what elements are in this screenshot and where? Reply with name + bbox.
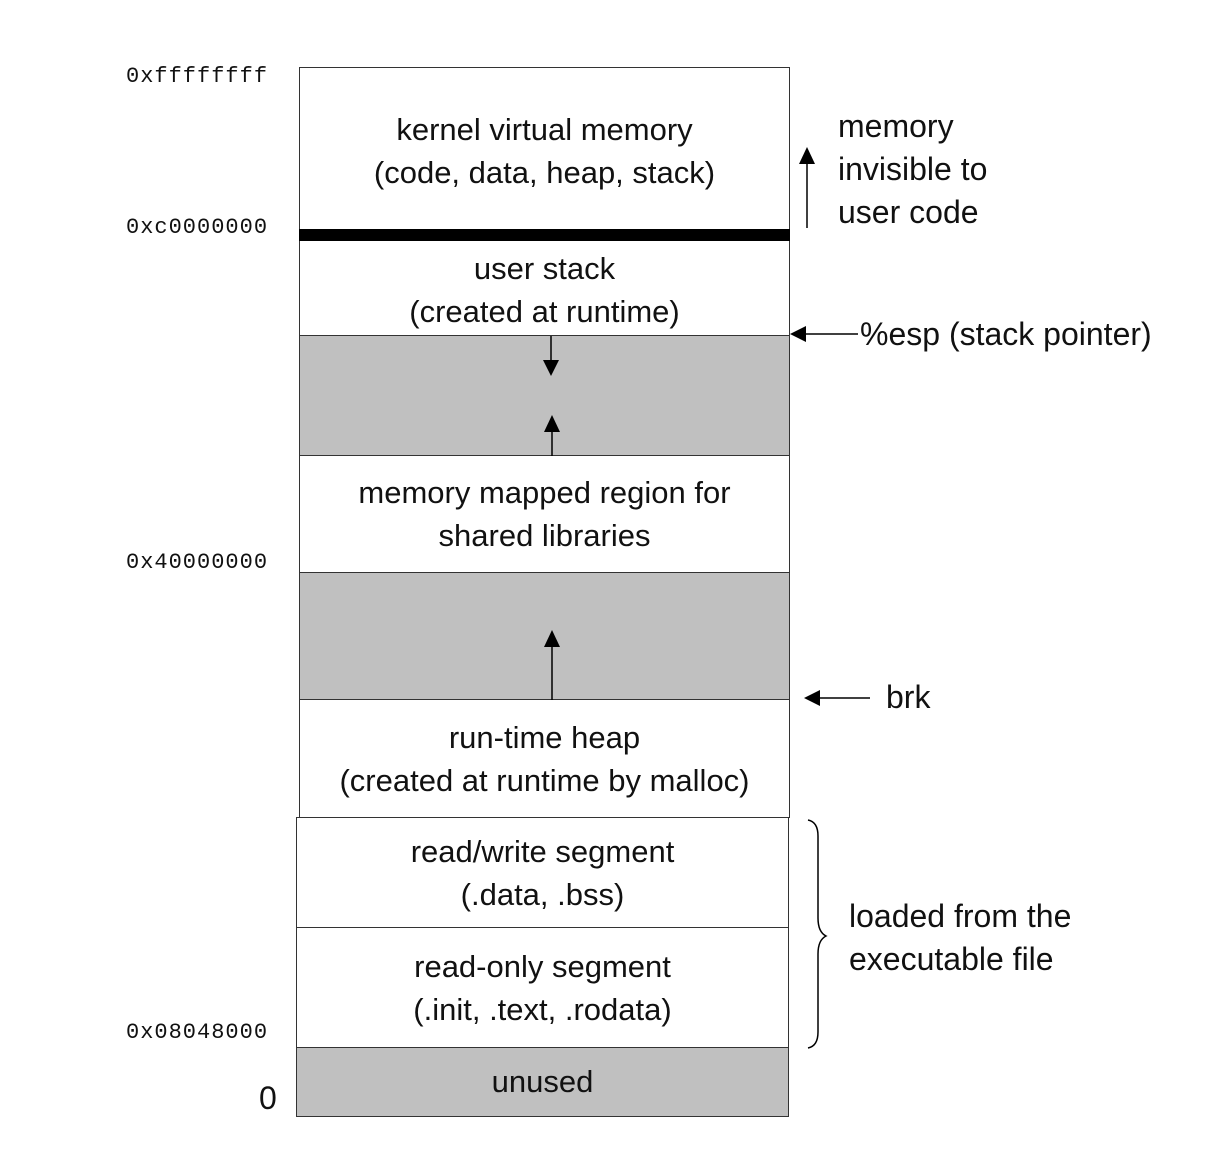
kernel-note-line1: memory <box>838 108 954 144</box>
segment-mmap: memory mapped region for shared librarie… <box>299 455 790 573</box>
executable-brace <box>807 819 828 1049</box>
loaded-note-line2: executable file <box>849 941 1054 977</box>
segment-user-stack-line1: user stack <box>473 251 616 286</box>
brk-pointer-arrow <box>804 690 820 706</box>
kernel-invisible-note: memory invisible to user code <box>838 105 987 234</box>
segment-heap-line1: run-time heap <box>448 719 641 755</box>
segment-heap-line2: (created at runtime by malloc) <box>339 762 750 798</box>
segment-rw-line2: (.data, .bss) <box>460 876 625 912</box>
mmap-grow-up-arrow <box>544 415 560 432</box>
kernel-note-line2: invisible to <box>838 151 988 187</box>
kernel-boundary-bar <box>299 229 790 241</box>
segment-unused: unused <box>296 1047 789 1117</box>
segment-rw-line1: read/write segment <box>410 833 675 869</box>
segment-mmap-line1: memory mapped region for <box>358 475 731 510</box>
esp-label: %esp (stack pointer) <box>860 316 1152 352</box>
segment-heap-gap <box>299 572 790 700</box>
address-top: 0xffffffff <box>126 64 269 89</box>
address-text-start: 0x08048000 <box>126 1020 269 1045</box>
segment-ro: read-only segment (.init, .text, .rodata… <box>296 927 789 1048</box>
esp-pointer-arrow <box>790 326 806 342</box>
segment-ro-line2: (.init, .text, .rodata) <box>413 991 672 1027</box>
segment-heap: run-time heap (created at runtime by mal… <box>299 699 790 818</box>
segment-user-stack: user stack (created at runtime) <box>299 241 790 336</box>
segment-stack-gap <box>299 335 790 456</box>
segment-unused-label: unused <box>491 1064 594 1099</box>
address-zero: 0 <box>259 1080 277 1116</box>
brk-label: brk <box>886 679 931 715</box>
segment-user-stack-line2: (created at runtime) <box>409 294 680 329</box>
segment-mmap-line2: shared libraries <box>438 518 651 553</box>
heap-grow-up-arrow <box>544 630 560 647</box>
kernel-note-line3: user code <box>838 194 979 230</box>
segment-ro-line1: read-only segment <box>414 948 671 984</box>
segment-kernel-line2: (code, data, heap, stack) <box>373 155 716 190</box>
loaded-from-executable-note: loaded from the executable file <box>849 895 1071 981</box>
segment-rw: read/write segment (.data, .bss) <box>296 817 789 928</box>
address-kernel-boundary: 0xc0000000 <box>126 215 269 240</box>
segment-kernel-line1: kernel virtual memory <box>396 112 693 147</box>
address-shared-libs: 0x40000000 <box>126 550 269 575</box>
stack-grow-down-arrow <box>543 360 559 376</box>
loaded-note-line1: loaded from the <box>849 898 1072 934</box>
kernel-note-up-arrow <box>799 147 815 164</box>
